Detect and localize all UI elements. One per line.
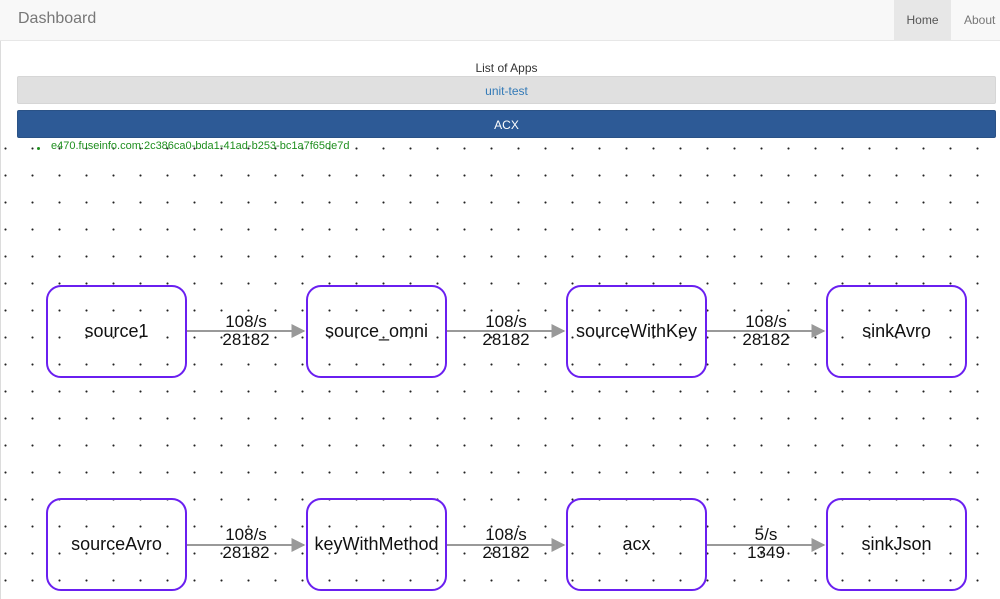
node-sink-avro[interactable]: sinkAvro [826,285,967,378]
nav-about-link[interactable]: About [964,13,996,27]
edge-count: 28182 [222,330,270,349]
node-source-with-key[interactable]: sourceWithKey [566,285,707,378]
node-key-with-method[interactable]: keyWithMethod [306,498,447,591]
apps-list-title: List of Apps [475,61,538,75]
edge-rate: 108/s [745,312,787,331]
edge-label-key-with-method-acx: 108/s 28182 [466,526,546,562]
edge-rate: 108/s [485,525,527,544]
edge-count: 28182 [482,330,530,349]
instance-item[interactable]: e470.fuseinfo.com:2c386ca0-bda1-41ad-b25… [51,140,350,152]
edge-label-source-avro-key-with-method: 108/s 28182 [206,526,286,562]
edge-rate: 108/s [225,525,267,544]
edge-count: 28182 [742,330,790,349]
node-source1[interactable]: source1 [46,285,187,378]
edge-label-source1-source-omni: 108/s 28182 [206,313,286,349]
edge-label-source-omni-source-with-key: 108/s 28182 [466,313,546,349]
edge-count: 1349 [747,543,785,562]
top-navbar: Dashboard Home About [0,0,1000,41]
edge-count: 28182 [482,543,530,562]
nav-home-link[interactable]: Home [894,0,951,40]
bullet-icon [37,147,40,150]
node-sink-json[interactable]: sinkJson [826,498,967,591]
node-source-omni[interactable]: source_omni [306,285,447,378]
node-acx[interactable]: acx [566,498,707,591]
brand-title[interactable]: Dashboard [18,10,97,27]
edge-rate: 108/s [485,312,527,331]
edge-label-source-with-key-sink-avro: 108/s 28182 [726,313,806,349]
edge-label-acx-sink-json: 5/s 1349 [726,526,806,562]
edge-rate: 5/s [754,525,778,544]
edge-count: 28182 [222,543,270,562]
node-source-avro[interactable]: sourceAvro [46,498,187,591]
app-item-unit-test[interactable]: unit-test [17,76,996,104]
edge-rate: 108/s [225,312,267,331]
